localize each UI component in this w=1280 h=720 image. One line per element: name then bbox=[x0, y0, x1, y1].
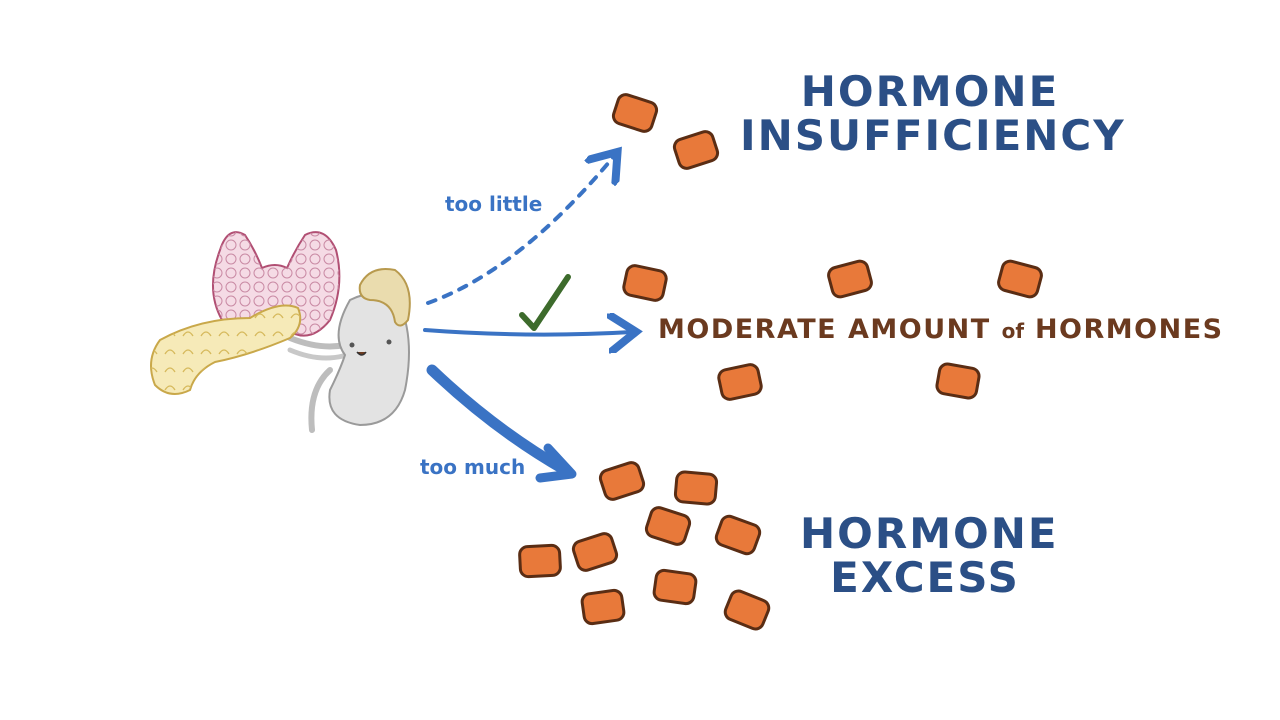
moderate-of: of bbox=[1001, 319, 1025, 343]
check-icon bbox=[519, 274, 571, 331]
insufficiency-title: HORMONE INSUFFICIENCY bbox=[740, 67, 1126, 160]
too-little-label: too little bbox=[445, 192, 543, 216]
insufficiency-title-line2: INSUFFICIENCY bbox=[740, 111, 1126, 160]
excess-title-line2: EXCESS bbox=[830, 553, 1020, 602]
moderate-suffix: HORMONES bbox=[1034, 314, 1224, 345]
hormone-particles bbox=[518, 93, 1043, 631]
adrenal-gland-icon bbox=[358, 268, 411, 327]
thyroid-icon bbox=[211, 231, 341, 337]
insufficiency-title-line1: HORMONE bbox=[800, 67, 1060, 116]
moderate-amount-label: MODERATE AMOUNT of HORMONES bbox=[658, 314, 1224, 345]
moderate-arrow bbox=[423, 330, 632, 335]
too-much-arrow bbox=[426, 364, 571, 476]
too-much-arrowhead bbox=[535, 443, 577, 483]
too-much-label: too much bbox=[420, 455, 526, 479]
moderate-prefix: MODERATE AMOUNT bbox=[658, 314, 991, 345]
too-little-arrow bbox=[426, 155, 615, 305]
excess-title-line1: HORMONE bbox=[800, 509, 1059, 558]
endocrine-organs-illustration bbox=[150, 231, 411, 433]
excess-title: HORMONE EXCESS bbox=[800, 509, 1059, 602]
pancreas-icon bbox=[150, 304, 302, 395]
